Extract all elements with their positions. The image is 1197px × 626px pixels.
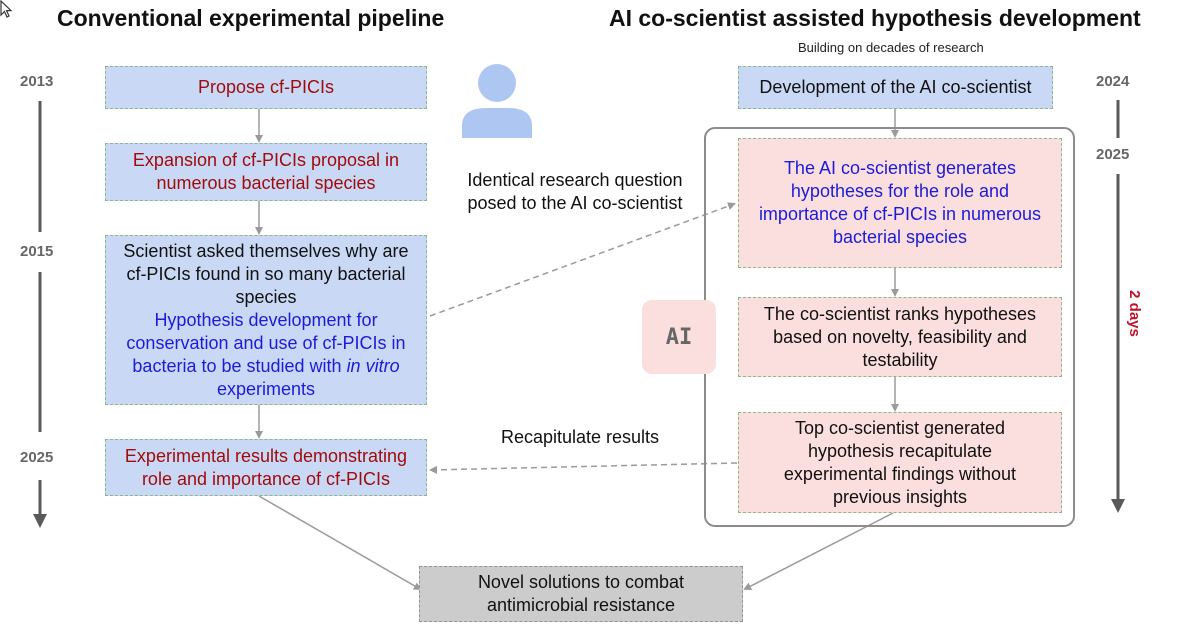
results-text: Experimental results demonstrating role … [124,445,408,489]
hypothesis-text-part1: Hypothesis development for conservation … [126,309,406,376]
year-label: 2015 [20,243,54,260]
top-hypothesis-text: Top co-scientist generated hypothesis re… [783,417,1017,507]
hypothesis-text-italic: in vitro [346,355,400,376]
question-arrow [429,202,736,317]
recapitulate-arrow [429,462,738,474]
ai-badge-text: AI [665,324,693,350]
cursor-icon [0,0,13,18]
right-title: AI co-scientist assisted hypothesis deve… [609,5,1141,31]
expansion-box: Expansion of cf-PICIs proposal in numero… [105,143,427,201]
left-title: Conventional experimental pipeline [57,5,445,31]
outcome-box: Novel solutions to combat antimicrobial … [419,566,743,622]
recapitulate-label: Recapitulate results [500,427,660,447]
ai-badge: AI [642,300,716,374]
results-box: Experimental results demonstrating role … [105,439,427,496]
outcome-text: Novel solutions to combat antimicrobial … [477,572,685,615]
ranks-box: The co-scientist ranks hypotheses based … [738,297,1062,377]
duration-label: 2 days [1125,290,1143,337]
year-label: 2025 [20,449,54,466]
ranks-text: The co-scientist ranks hypotheses based … [763,303,1037,370]
hypothesis-box: Scientist asked themselves why are cf-PI… [105,235,427,405]
year-label: 2025 [1096,146,1130,163]
identical-question-label: Identical research question posed to the… [467,170,683,213]
development-text: Development of the AI co-scientist [759,77,1032,97]
year-label: 2024 [1096,73,1130,90]
hypothesis-text-part2: experiments [216,378,316,399]
propose-text: Propose cf-PICIs [197,77,335,97]
top-hypothesis-box: Top co-scientist generated hypothesis re… [738,412,1062,513]
left-outcome-arrow [258,495,422,591]
development-box: Development of the AI co-scientist [738,66,1053,109]
propose-box: Propose cf-PICIs [105,66,427,109]
expansion-text: Expansion of cf-PICIs proposal in numero… [132,150,400,193]
year-label: 2013 [20,73,54,90]
generates-text: The AI co-scientist generates hypotheses… [758,158,1042,247]
person-icon [462,64,532,138]
generates-box: The AI co-scientist generates hypotheses… [738,138,1062,268]
right-subtitle: Building on decades of research [798,40,984,55]
scientist-question-text: Scientist asked themselves why are cf-PI… [123,240,409,307]
hypothesis-text: Hypothesis development for conservation … [114,309,418,401]
